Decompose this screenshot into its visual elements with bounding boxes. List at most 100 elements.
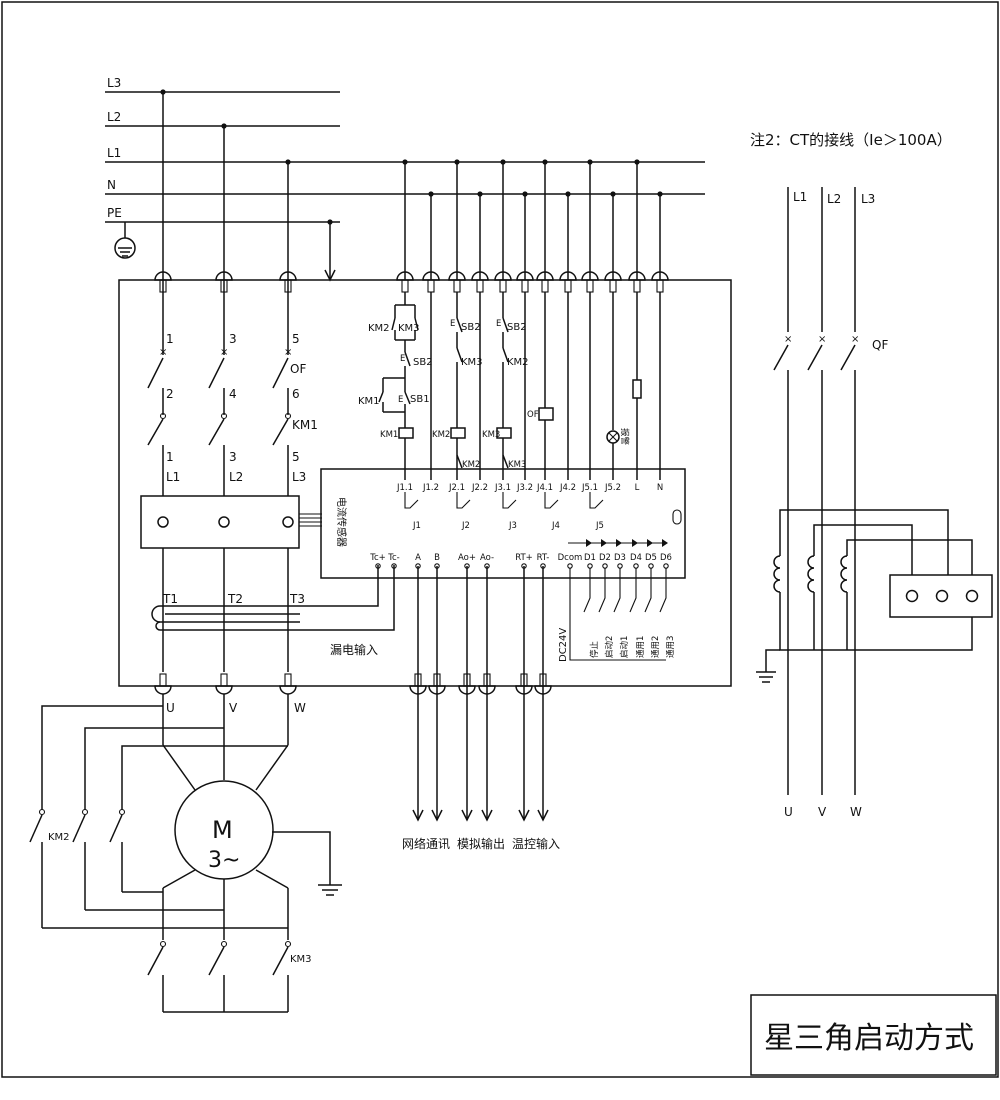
svg-text:×: × xyxy=(220,347,228,358)
svg-text:×: × xyxy=(851,334,859,345)
svg-text:×: × xyxy=(284,347,292,358)
signal-terminal-label: D4 xyxy=(630,553,642,563)
signal-terminal-label: Tc+ xyxy=(369,553,386,563)
relay-j4: J4 xyxy=(551,521,560,531)
ct-terminal-t1: T1 xyxy=(162,592,178,606)
ctrl-sb1-label: SB1 xyxy=(410,394,430,405)
ct-phase-l2: L2 xyxy=(827,192,841,206)
km1-num-5: 5 xyxy=(292,450,300,464)
signal-terminal-label: Ao- xyxy=(480,553,494,563)
signal-terminal-label: D5 xyxy=(645,553,657,563)
earth-icon xyxy=(114,237,136,259)
signal-terminal-label: A xyxy=(415,553,421,563)
di-led-icon xyxy=(647,539,653,547)
phase-label-l3: L3 xyxy=(292,470,306,484)
di-label: 通用3 xyxy=(665,636,676,658)
ctrl-km3-coil-label: KM3 xyxy=(482,430,500,440)
qf-num-3: 3 xyxy=(229,332,237,346)
sb1-e-mark: E xyxy=(398,395,403,405)
signal-terminal-point xyxy=(602,563,608,569)
top-terminals xyxy=(154,271,297,293)
qf-label: OF xyxy=(290,362,306,376)
bus-label-l2: L2 xyxy=(107,110,121,124)
signal-terminal-point xyxy=(375,563,381,569)
relay-terminal-label: J4.2 xyxy=(559,483,576,493)
relay-j2: J2 xyxy=(461,521,470,531)
ct-terminal-block xyxy=(889,574,993,618)
relay-j3: J3 xyxy=(508,521,517,531)
contactor-km2: KM2 xyxy=(29,705,288,929)
output-label-v: V xyxy=(229,701,238,715)
signal-terminal-label: Tc- xyxy=(387,553,400,563)
relay-terminal-label: J4.1 xyxy=(536,483,553,493)
km1-num-3: 3 xyxy=(229,450,237,464)
ctrl-km2-aux-label: KM2 xyxy=(462,460,480,470)
km3-label: KM3 xyxy=(290,954,312,965)
output-label-w: W xyxy=(294,701,306,715)
bus-label-n: N xyxy=(107,178,116,192)
output-terminals xyxy=(154,673,297,695)
ct-output-u: U xyxy=(784,805,793,819)
di-led-icon xyxy=(586,539,592,547)
ct-output-v: V xyxy=(818,805,827,819)
ct-sensor-label: 电流传感器 xyxy=(335,497,348,547)
main-power-circuit: ××× 1 3 5 2 4 6 OF KM1 1 3 5 L1 L2 L3 xyxy=(140,92,395,715)
dc24v-label: DC24V xyxy=(558,628,569,662)
ctrl-of-label: OF xyxy=(527,410,539,420)
signal-terminal-label: D1 xyxy=(584,553,596,563)
relay-terminal-label: J3.2 xyxy=(516,483,533,493)
relay-terminal-label: J1.2 xyxy=(422,483,439,493)
motor-circuit: M 3~ KM3 xyxy=(29,694,342,1013)
ctrl-km2-coil-label: KM2 xyxy=(432,430,450,440)
qf-num-5: 5 xyxy=(292,332,300,346)
io-label-network: 网络通讯 xyxy=(402,836,450,851)
dcom-return-line xyxy=(569,568,666,661)
qf-num-4: 4 xyxy=(229,387,237,401)
di-label: 停止 xyxy=(589,640,600,658)
di-switch xyxy=(598,568,606,613)
relay-terminal-label: J2.2 xyxy=(471,483,488,493)
ct-wiring-note: 注2：CT的接线（Ie＞100A） L1 L2 L3 ××× QF U V xyxy=(750,131,993,819)
signal-terminal-point xyxy=(391,563,397,569)
leakage-ct: T1 T2 T3 漏电输入 xyxy=(151,565,395,657)
phase-label-l1: L1 xyxy=(166,470,180,484)
sb2b-e-mark: E xyxy=(450,319,455,329)
di-label: 启动1 xyxy=(619,636,630,658)
bus-label-l1: L1 xyxy=(107,146,121,160)
signal-terminal-label: Ao+ xyxy=(458,553,476,563)
di-led-icon xyxy=(616,539,622,547)
relay-j1: J1 xyxy=(412,521,421,531)
km1-main-label: KM1 xyxy=(292,418,318,432)
di-switch xyxy=(629,568,637,613)
signal-terminal-point xyxy=(567,563,573,569)
svg-text:×: × xyxy=(159,347,167,358)
outer-border xyxy=(1,1,999,1078)
di-label: 通用2 xyxy=(650,636,661,658)
relay-j5: J5 xyxy=(595,521,604,531)
ctrl-km3-interlock-label: KM3 xyxy=(461,357,483,368)
sb2-e-mark: E xyxy=(400,354,405,364)
sb2c-e-mark: E xyxy=(496,319,501,329)
km2-label: KM2 xyxy=(48,832,70,843)
controller-box xyxy=(320,468,686,579)
signal-terminal-label: D2 xyxy=(599,553,611,563)
title-block xyxy=(750,994,997,1076)
signal-terminal-point xyxy=(633,563,639,569)
current-sensor-block xyxy=(140,495,300,549)
relay-terminal-label: N xyxy=(657,483,663,493)
signal-terminal-label: RT+ xyxy=(515,553,533,563)
relay-terminal-label: J5.1 xyxy=(581,483,598,493)
di-led-icon xyxy=(601,539,607,547)
relay-terminal-label: J2.1 xyxy=(448,483,465,493)
fuse-icon xyxy=(632,379,642,399)
power-buses: L3 L2 L1 N PE xyxy=(105,76,705,282)
di-label: 通用1 xyxy=(635,636,646,658)
ctrl-km3-label: KM3 xyxy=(398,323,420,334)
signal-terminal-point xyxy=(617,563,623,569)
qf-num-1: 1 xyxy=(166,332,174,346)
ct-qf-label: QF xyxy=(872,338,888,352)
